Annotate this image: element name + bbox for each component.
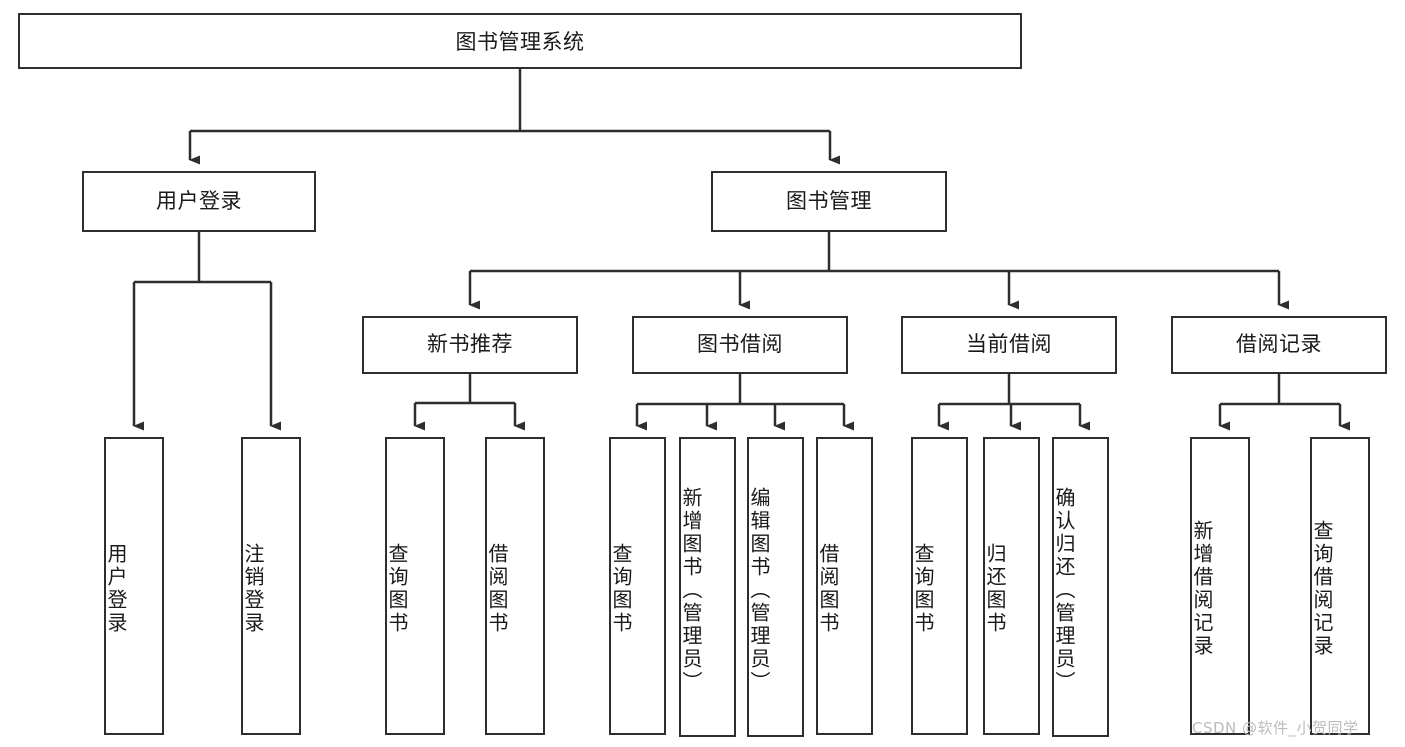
node-leaf-edit-book-admin[interactable]: 编辑图书（管理员） <box>747 437 804 737</box>
node-root-system-label: 图书管理系统 <box>455 30 585 54</box>
node-leaf-query-book-2[interactable]: 查询图书 <box>609 437 666 735</box>
node-new-book-recommend-label: 新书推荐 <box>427 332 513 357</box>
node-leaf-query-book-1-label: 查询图书 <box>385 543 409 635</box>
node-new-book-recommend[interactable]: 新书推荐 <box>362 316 578 374</box>
node-leaf-add-borrow-record[interactable]: 新增借阅记录 <box>1190 437 1250 735</box>
node-leaf-return-book-label: 归还图书 <box>983 543 1007 635</box>
node-leaf-user-login[interactable]: 用户登录 <box>104 437 164 735</box>
node-borrow-record[interactable]: 借阅记录 <box>1171 316 1387 374</box>
node-book-borrow-label: 图书借阅 <box>697 332 783 357</box>
node-leaf-edit-book-admin-label: 编辑图书（管理员） <box>747 486 771 694</box>
node-user-login[interactable]: 用户登录 <box>82 171 316 232</box>
node-leaf-user-login-label: 用户登录 <box>104 543 128 635</box>
node-leaf-borrow-book-1-label: 借阅图书 <box>485 543 509 635</box>
node-book-borrow[interactable]: 图书借阅 <box>632 316 848 374</box>
node-current-borrow-label: 当前借阅 <box>966 332 1052 357</box>
node-borrow-record-label: 借阅记录 <box>1236 332 1322 357</box>
node-leaf-query-book-3-label: 查询图书 <box>911 543 935 635</box>
node-current-borrow[interactable]: 当前借阅 <box>901 316 1117 374</box>
node-leaf-confirm-return-admin[interactable]: 确认归还（管理员） <box>1052 437 1109 737</box>
node-leaf-borrow-book-1[interactable]: 借阅图书 <box>485 437 545 735</box>
node-leaf-user-logout[interactable]: 注销登录 <box>241 437 301 735</box>
node-leaf-add-borrow-record-label: 新增借阅记录 <box>1190 520 1214 658</box>
node-book-manage-label: 图书管理 <box>786 188 872 213</box>
node-leaf-confirm-return-admin-label: 确认归还（管理员） <box>1052 486 1076 694</box>
node-leaf-query-borrow-record[interactable]: 查询借阅记录 <box>1310 437 1370 735</box>
node-user-login-label: 用户登录 <box>156 188 242 213</box>
node-book-manage[interactable]: 图书管理 <box>711 171 947 232</box>
node-leaf-borrow-book-2-label: 借阅图书 <box>816 543 840 635</box>
node-leaf-borrow-book-2[interactable]: 借阅图书 <box>816 437 873 735</box>
node-leaf-query-borrow-record-label: 查询借阅记录 <box>1310 520 1334 658</box>
node-leaf-return-book[interactable]: 归还图书 <box>983 437 1040 735</box>
node-leaf-query-book-3[interactable]: 查询图书 <box>911 437 968 735</box>
node-leaf-query-book-1[interactable]: 查询图书 <box>385 437 445 735</box>
node-root-system[interactable]: 图书管理系统 <box>18 13 1022 69</box>
node-leaf-add-book-admin-label: 新增图书（管理员） <box>679 486 703 694</box>
node-leaf-add-book-admin[interactable]: 新增图书（管理员） <box>679 437 736 737</box>
node-leaf-user-logout-label: 注销登录 <box>241 543 265 635</box>
node-leaf-query-book-2-label: 查询图书 <box>609 543 633 635</box>
